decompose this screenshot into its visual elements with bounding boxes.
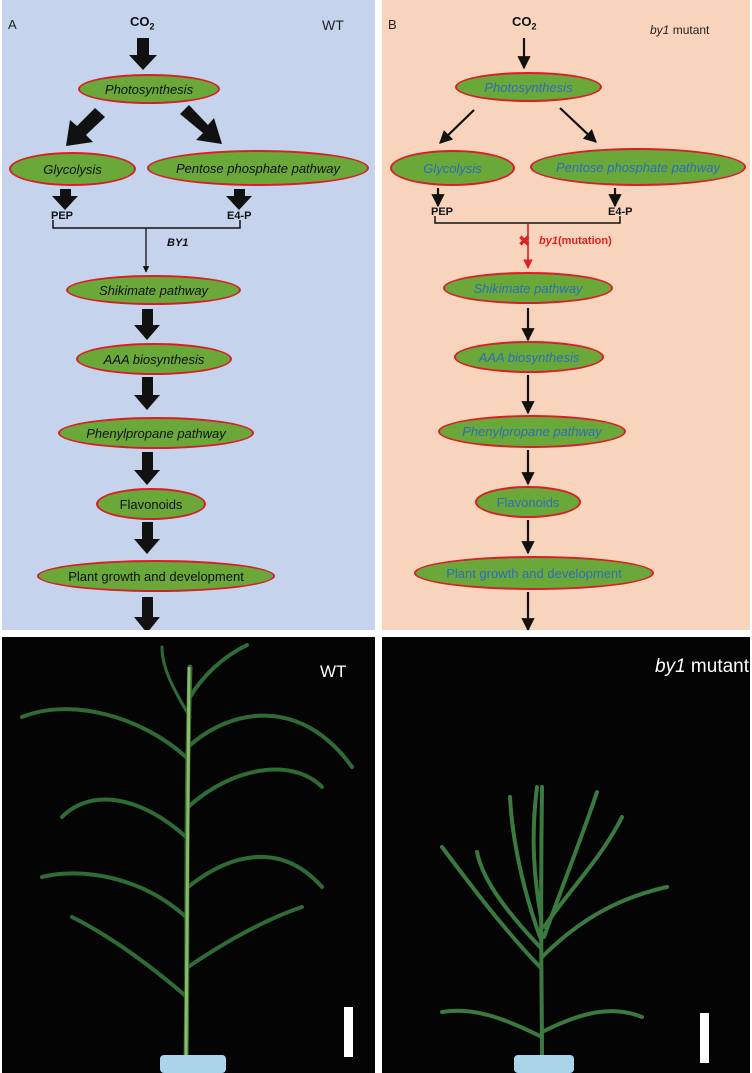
arrow-photo-pentose: [180, 105, 222, 144]
arrow-growth-photo: [134, 597, 160, 630]
wt-scale-bar: [344, 1007, 353, 1057]
panel-b-arrows: [431, 38, 622, 630]
panel-b-mutant: B by1 mutant CO2 Photosynthesis Glycolys…: [382, 0, 750, 630]
mutant-pot: [514, 1055, 574, 1073]
node-shikimate: Shikimate pathway: [66, 275, 241, 305]
node-photosynthesis: Photosynthesis: [78, 74, 220, 104]
arrow-co2-photosynthesis: [129, 38, 157, 70]
node-glycolysis: Glycolysis: [9, 152, 136, 186]
node-b-pentose-phosphate: Pentose phosphate pathway: [530, 148, 746, 186]
panel-letter-a: A: [8, 17, 17, 32]
label-pep: PEP: [51, 210, 74, 222]
label-b-pep: PEP: [431, 206, 454, 218]
node-b-photosynthesis: Photosynthesis: [455, 72, 602, 102]
photo-label-mutant: by1 mutant: [655, 656, 750, 677]
node-b-flavonoids: Flavonoids: [475, 486, 581, 518]
node-b-plant-growth: Plant growth and development: [414, 556, 654, 590]
arrow-b-photo-glycolysis: [439, 109, 475, 144]
arrow-flavonoids-growth: [134, 522, 160, 554]
label-by1-enzyme: BY1: [167, 237, 189, 249]
panel-a-wt: A WT CO2 Photosynthesis Glycolysis Pento…: [2, 0, 375, 630]
photo-wt-plant: WT: [2, 637, 375, 1073]
photo-label-wt: WT: [320, 662, 347, 681]
node-b-shikimate: Shikimate pathway: [443, 272, 613, 304]
arrow-photo-glycolysis: [66, 108, 105, 146]
node-plant-growth: Plant growth and development: [37, 560, 275, 592]
wt-pot: [160, 1055, 226, 1073]
mutation-block-icon: ✖: [518, 233, 531, 250]
arrow-aaa-phenyl: [134, 377, 160, 410]
label-by1-mutation: by1(mutation): [539, 235, 612, 247]
arrow-b-photo-pentose: [559, 107, 597, 143]
node-b-glycolysis: Glycolysis: [390, 150, 515, 186]
node-phenylpropane: Phenylpropane pathway: [58, 417, 254, 449]
node-b-phenylpropane: Phenylpropane pathway: [438, 415, 626, 448]
bracket-b-pep-e4p: [434, 216, 621, 224]
wt-plant-drawing: [20, 643, 354, 1073]
arrow-pentose-e4p: [226, 189, 252, 210]
mutant-scale-bar: [700, 1013, 709, 1063]
mutant-plant-leaves: [440, 785, 669, 1059]
panel-letter-b: B: [388, 17, 397, 32]
co2-label: CO2: [130, 14, 155, 32]
node-flavonoids: Flavonoids: [96, 488, 206, 520]
label-b-e4p: E4-P: [608, 206, 633, 218]
arrow-glycolysis-pep: [52, 189, 78, 210]
node-aaa-biosynthesis: AAA biosynthesis: [76, 343, 232, 375]
label-e4p: E4-P: [227, 210, 252, 222]
node-b-aaa-biosynthesis: AAA biosynthesis: [454, 341, 604, 373]
genotype-label-mutant: by1 mutant: [650, 23, 710, 37]
genotype-label-wt: WT: [322, 17, 344, 33]
bracket-pep-e4p: [52, 220, 241, 229]
arrow-phenyl-flavonoids: [134, 452, 160, 485]
photo-mutant-plant: by1 mutant: [382, 637, 750, 1073]
node-pentose-phosphate: Pentose phosphate pathway: [147, 150, 369, 186]
arrow-shikimate-aaa: [134, 309, 160, 340]
panel-a-arrows: [52, 38, 252, 630]
mutant-plant-drawing: [440, 785, 709, 1073]
co2-label-b: CO2: [512, 14, 537, 32]
